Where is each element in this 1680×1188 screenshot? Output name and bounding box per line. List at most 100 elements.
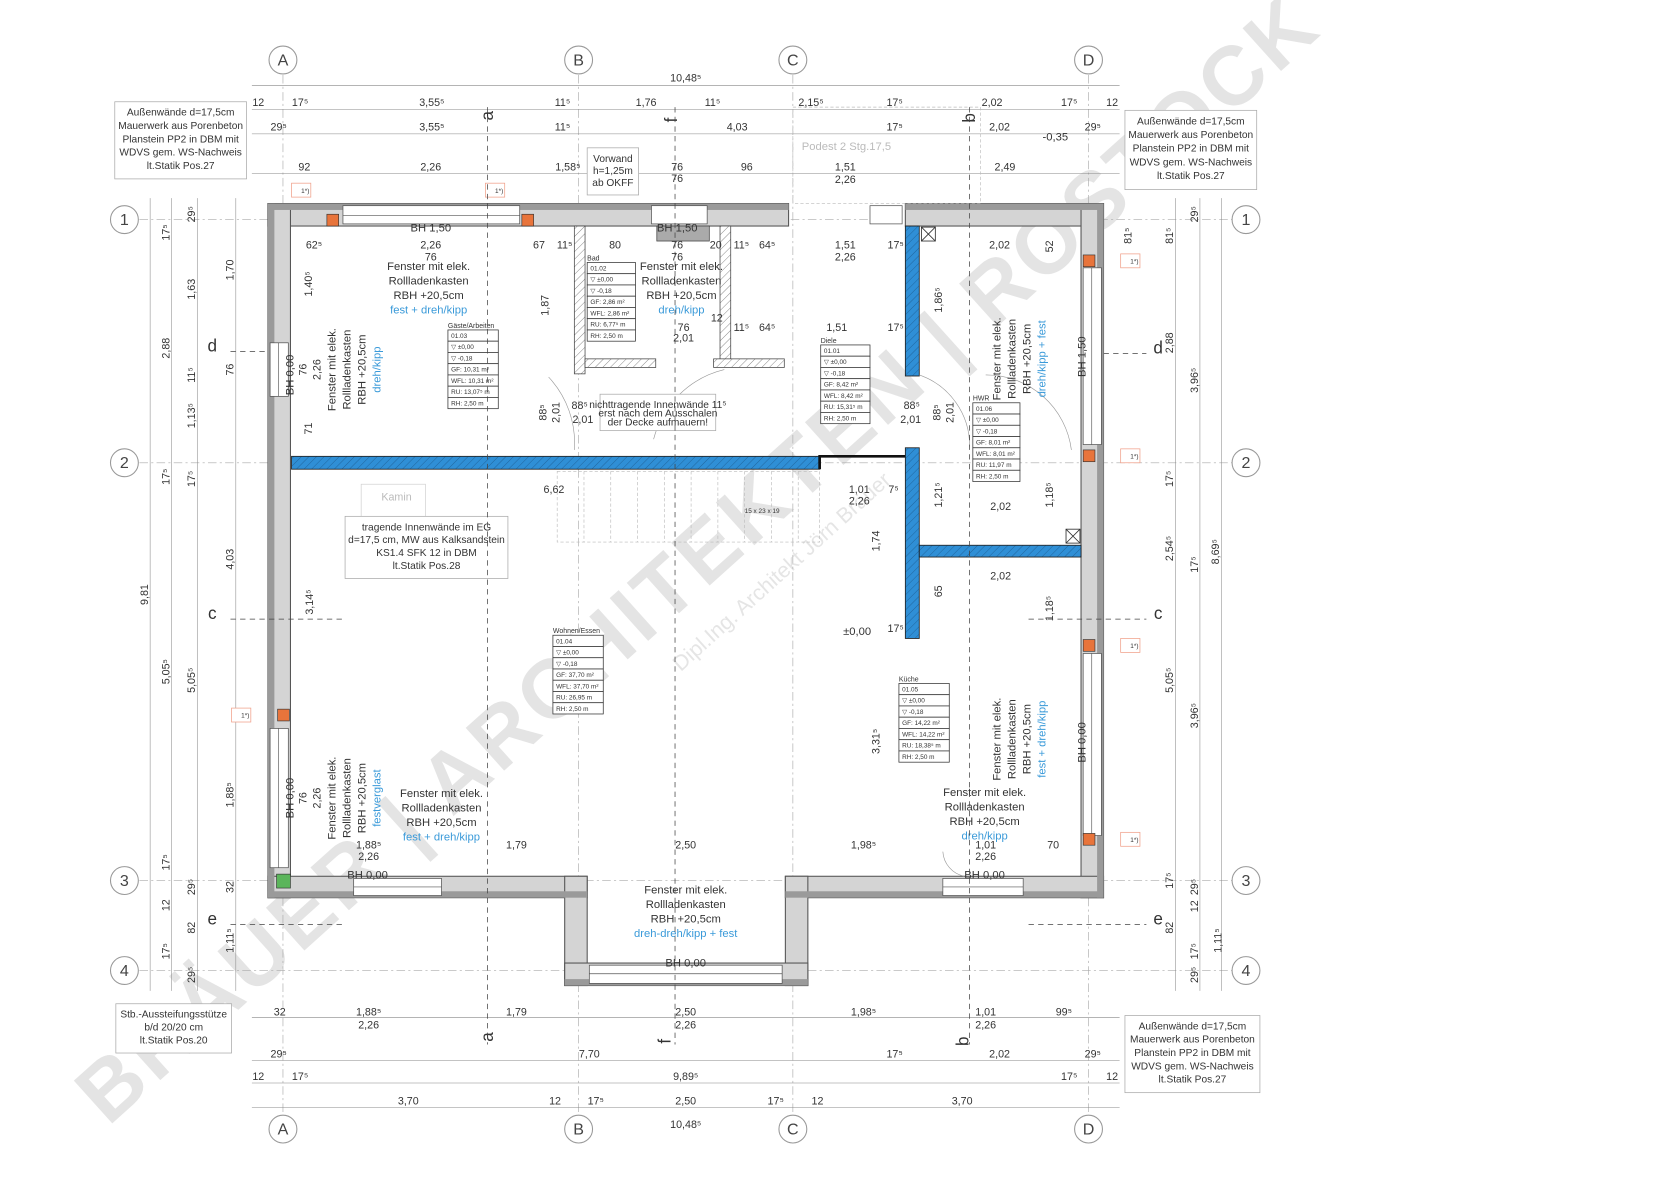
dimension-label: 3,14⁵	[304, 589, 316, 614]
dimension-label: 2,26	[675, 1019, 696, 1031]
dimension-label: 2,01	[673, 333, 694, 345]
dimension-label: 1,51	[835, 240, 856, 252]
room-name: Bad	[587, 255, 600, 262]
dimension-label: 17⁵	[186, 471, 198, 487]
dimension-label: 64⁵	[759, 322, 775, 334]
section-marker: e	[1153, 908, 1163, 928]
dimension-label: 1,21⁵	[933, 482, 945, 507]
note-text: der Decke aufmauern!	[608, 417, 708, 428]
note-text: nichttragende Innenwände 11⁵	[589, 400, 726, 411]
dimension-label: 5,05⁵	[1164, 668, 1176, 693]
room-stamp-cell	[820, 412, 871, 425]
window-type: dreh/kipp	[658, 304, 704, 316]
dimension-label: 17⁵	[1164, 872, 1176, 888]
dimension-label: 11⁵	[705, 97, 721, 109]
window	[1082, 267, 1102, 445]
dimension-label: 29⁵	[186, 206, 198, 222]
grid-row-label: 2	[1242, 454, 1251, 472]
dimension-label: 1,13⁵	[186, 403, 198, 428]
window-type: dreh/kipp	[371, 346, 383, 392]
room-name: Küche	[899, 676, 919, 683]
dimension-label: 8,69⁵	[1210, 539, 1222, 564]
section-marker: e	[207, 908, 217, 928]
room-stamp-value: GF: 8,01 m²	[976, 440, 1011, 447]
footnote-marker: 1*)	[1130, 643, 1138, 650]
grid-bubble-row	[109, 205, 139, 235]
window-label: Rollladenkasten	[1007, 699, 1019, 779]
window-label: RBH +20,5cm	[1022, 324, 1034, 394]
dimension-label: 12	[1106, 97, 1118, 109]
window-label: RBH +20,5cm	[394, 290, 464, 302]
dimension-label: 71	[303, 422, 315, 434]
dimension-label: 17⁵	[886, 1048, 902, 1060]
room-stamp-value: RH: 2,50 m	[902, 754, 934, 761]
dimension-label: 2,02	[982, 97, 1003, 109]
dimension-label: 17⁵	[160, 854, 172, 870]
dimension-label: 2,26	[358, 1019, 379, 1031]
dimension-label: 2,49	[995, 161, 1016, 173]
note-text: lt.Statik Pos.20	[140, 1035, 208, 1046]
window-label: Rollladenkasten	[402, 802, 482, 814]
dimension-label: 81⁵	[1164, 227, 1176, 243]
room-stamp-value: GF: 2,86 m²	[590, 299, 625, 306]
room-stamp-value: GF: 14,22 m²	[902, 720, 941, 727]
room-stamp-value: 01.05	[902, 686, 918, 693]
section-marker: f	[661, 117, 681, 122]
window-label: Rollladenkasten	[945, 801, 1025, 813]
dimension-label: 12	[160, 899, 172, 911]
dimension-label: 2,26	[358, 851, 379, 863]
room-stamp-value: GF: 8,42 m²	[824, 382, 859, 389]
chimney-label: Kamin	[381, 491, 411, 503]
window-type: fest + dreh/kipp	[403, 831, 480, 843]
dimension-label: 17⁵	[888, 322, 904, 334]
dimension-label: 12	[711, 312, 723, 324]
dimension-label: 2,26	[311, 788, 323, 809]
dimension-label: 7,70	[579, 1048, 600, 1060]
dimension-label: 3,96⁵	[1189, 703, 1201, 728]
dimension-label: 11⁵	[555, 97, 571, 109]
level-label: -0,35	[1043, 131, 1069, 143]
room-stamp-value: ▽ -0,18	[976, 428, 998, 435]
section-marker: b	[959, 113, 979, 123]
dimension-label: 17⁵	[1189, 943, 1201, 959]
note-box	[599, 393, 717, 432]
window-label: Fenster mit elek.	[640, 261, 723, 273]
footnote-box	[1120, 638, 1141, 653]
note-box	[1124, 1015, 1261, 1094]
grid-bubble-column	[268, 1114, 298, 1144]
dimension-label: 1,01	[849, 484, 870, 496]
grid-column-label: C	[787, 51, 799, 69]
room-stamp-value: 01.03	[451, 333, 467, 340]
dimension-label: 76	[425, 251, 437, 263]
room-stamp-cell	[972, 469, 1021, 482]
dimension-label: 1,88⁵	[356, 1007, 381, 1019]
note-text: lt.Statik Pos.27	[147, 161, 215, 172]
dimension-label: 88⁵	[572, 400, 588, 412]
room-name: Gäste/Arbeiten	[448, 323, 495, 330]
dimension-label: 1,18⁵	[1044, 482, 1056, 507]
dimension-label: 70	[1047, 839, 1059, 851]
sill-height-label: BH 1,50	[1076, 336, 1088, 377]
note-text: erst nach dem Ausschalen	[598, 409, 717, 420]
column	[277, 708, 290, 722]
grid-bubble-column	[564, 45, 594, 75]
dimension-label: 17⁵	[1061, 1071, 1077, 1083]
note-text: Außenwände d=17,5cm	[1139, 1021, 1247, 1032]
dimension-label: 2,02	[990, 571, 1011, 583]
dimension-label: 1,70	[225, 259, 237, 280]
footnote-box	[1120, 253, 1141, 269]
note-text: Außenwände d=17,5cm	[127, 108, 235, 119]
dimension-label: 2,01	[945, 402, 957, 423]
dimension-label: 17⁵	[1061, 97, 1077, 109]
room-stamp-value: ▽ ±0,00	[556, 650, 579, 657]
window-label: RBH +20,5cm	[646, 290, 716, 302]
dimension-label: 2,15⁵	[798, 97, 823, 109]
dimension-label: 29⁵	[1085, 1048, 1101, 1060]
dimension-label: 1,51	[826, 322, 847, 334]
dimension-label: 7⁵	[888, 484, 898, 496]
window-label: RBH +20,5cm	[949, 816, 1019, 828]
